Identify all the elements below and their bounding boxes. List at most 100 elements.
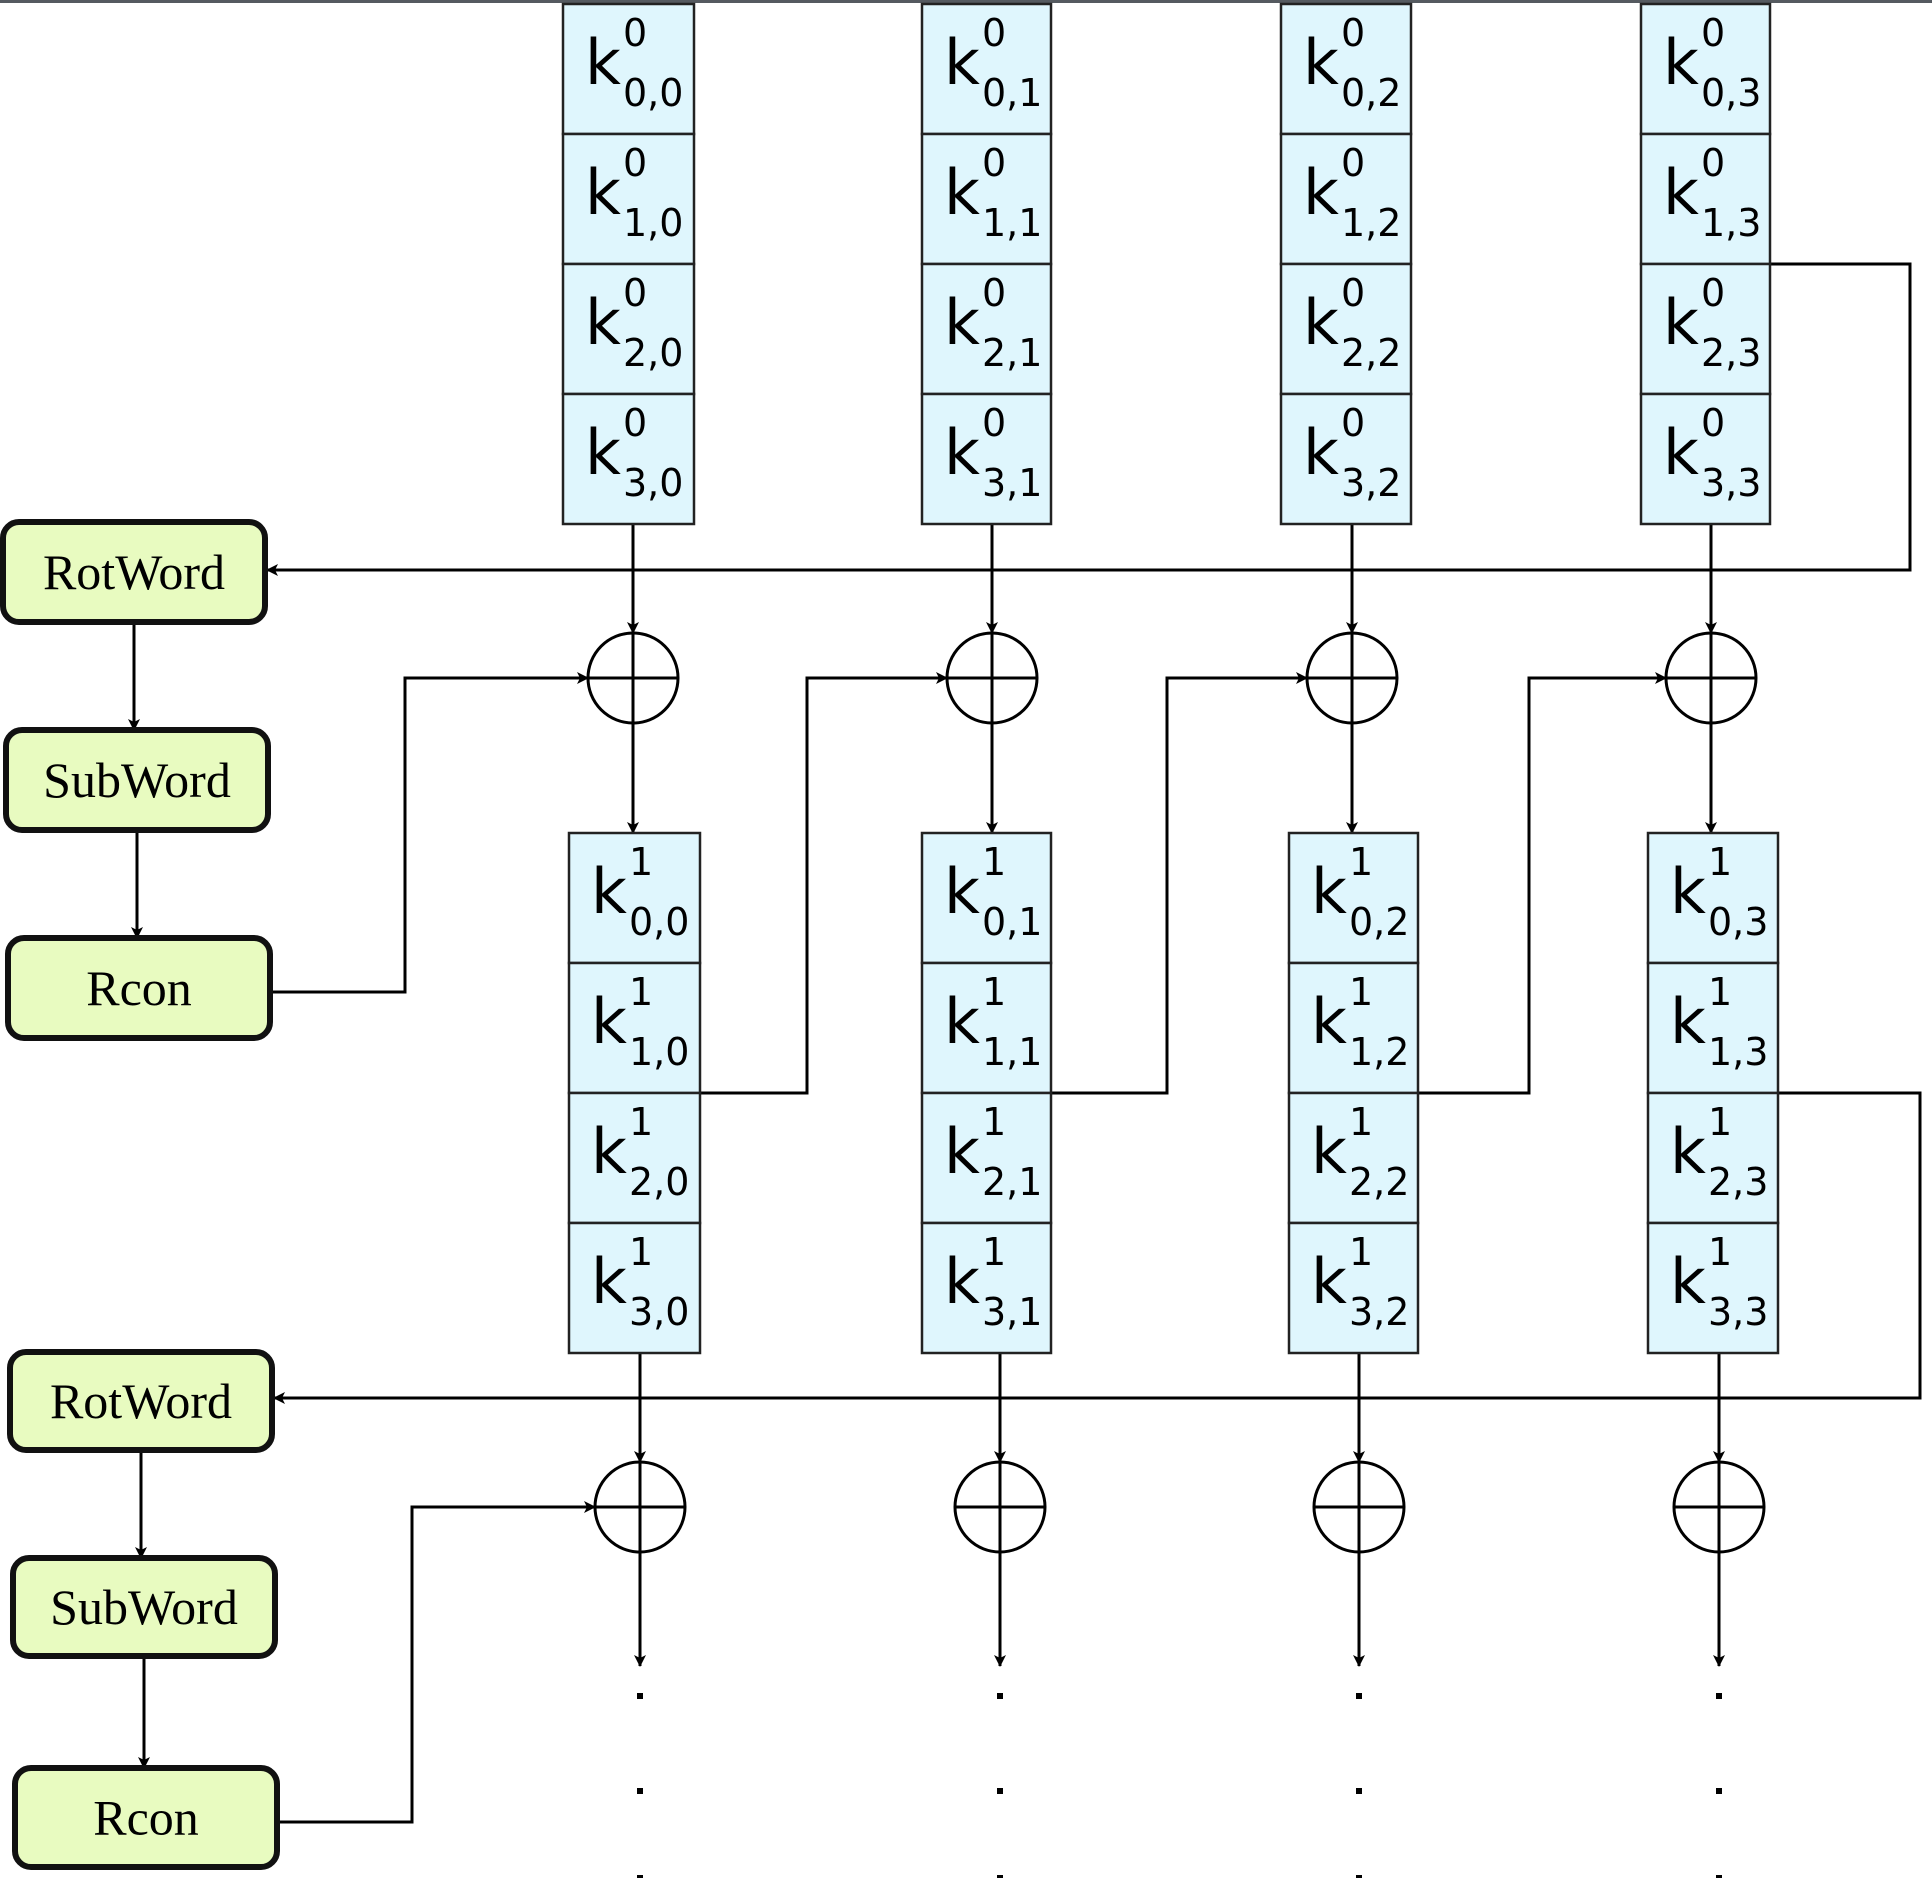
key-cell-box [561, 392, 696, 526]
key-cell-label: k [944, 855, 980, 928]
key-round-superscript: 1 [1708, 840, 1732, 884]
rcon-box: Rcon [12, 1765, 280, 1870]
key-index-subscript: 0,2 [1349, 900, 1409, 944]
key-cell-label: k [1311, 1245, 1347, 1318]
key-index-subscript: 2,3 [1708, 1160, 1768, 1204]
rcon-label: Rcon [86, 960, 192, 1016]
key-cell-label: k [944, 416, 980, 489]
key-cell-label: k [1303, 416, 1339, 489]
key-cell-box [920, 1221, 1053, 1355]
ellipsis-dot [1356, 1788, 1362, 1794]
key-cell-box [1646, 961, 1780, 1095]
key-index-subscript: 2,0 [623, 331, 683, 375]
key-index-subscript: 0,3 [1708, 900, 1768, 944]
key-cell-label: k [1311, 985, 1347, 1058]
key-index-subscript: 1,0 [623, 201, 683, 245]
key-round-superscript: 1 [1708, 1100, 1732, 1144]
rcon-to-xor-arrow [270, 672, 589, 994]
key-round-superscript: 1 [629, 1100, 653, 1144]
key-index-subscript: 1,1 [982, 1030, 1042, 1074]
key-index-subscript: 0,0 [629, 900, 689, 944]
subword-box: SubWord [10, 1555, 278, 1659]
key-cell-label: k [1311, 855, 1347, 928]
key-cell-label: k [1663, 286, 1699, 359]
ellipsis-dot [997, 1875, 1003, 1878]
key-index-subscript: 1,2 [1341, 201, 1401, 245]
rotword-feedback-arrow [273, 1091, 1922, 1404]
key-round-superscript: 1 [629, 840, 653, 884]
key-cell-box [1287, 1091, 1420, 1225]
key-cell-box [1279, 132, 1413, 266]
key-cell-box [920, 132, 1053, 266]
key-cell-box [1287, 831, 1420, 965]
ellipsis-dot [997, 1788, 1003, 1794]
key-round-superscript: 1 [629, 970, 653, 1014]
key-round-superscript: 0 [982, 141, 1006, 185]
key-cell-label: k [1311, 1115, 1347, 1188]
key-round-superscript: 0 [982, 401, 1006, 445]
key-cell-label: k [1663, 26, 1699, 99]
xor-icon [586, 631, 680, 725]
ellipsis-dot [1716, 1788, 1722, 1794]
key-cell-label: k [1303, 26, 1339, 99]
ellipsis-dot [1356, 1875, 1362, 1878]
key-index-subscript: 0,0 [623, 71, 683, 115]
key-cell-box [1639, 392, 1772, 526]
ellipsis-dot [1356, 1693, 1362, 1699]
key-round-superscript: 1 [1349, 970, 1373, 1014]
key-round-superscript: 0 [1341, 141, 1365, 185]
ellipsis-dot [637, 1693, 643, 1699]
key-round-superscript: 0 [1341, 11, 1365, 55]
key-index-subscript: 2,3 [1701, 331, 1761, 375]
key-cell-label: k [1670, 985, 1706, 1058]
key-round-superscript: 0 [623, 401, 647, 445]
ellipsis-dot [637, 1788, 643, 1794]
top-border [0, 0, 1932, 3]
key-index-subscript: 1,3 [1708, 1030, 1768, 1074]
rcon-box: Rcon [5, 935, 273, 1041]
rotword-box: RotWord [7, 1349, 275, 1453]
key-round-superscript: 0 [623, 271, 647, 315]
xor-icon [1312, 1460, 1406, 1554]
key-cell-label: k [1663, 416, 1699, 489]
key-cell-label: k [1670, 855, 1706, 928]
key-index-subscript: 0,1 [982, 71, 1042, 115]
key-cell-label: k [944, 26, 980, 99]
key-index-subscript: 3,1 [982, 1290, 1042, 1334]
key-round-superscript: 0 [1701, 11, 1725, 55]
key-cell-label: k [1670, 1115, 1706, 1188]
key-cell-box [920, 392, 1053, 526]
xor-icon [593, 1460, 687, 1554]
key-index-subscript: 3,3 [1708, 1290, 1768, 1334]
key-round-superscript: 0 [1701, 271, 1725, 315]
key-cell-label: k [585, 286, 621, 359]
key-cell-box [1646, 1221, 1780, 1355]
word-feed-arrow [700, 672, 948, 1095]
key-round-superscript: 0 [623, 141, 647, 185]
key-cell-label: k [591, 985, 627, 1058]
key-index-subscript: 2,1 [982, 1160, 1042, 1204]
key-index-subscript: 3,1 [982, 461, 1042, 505]
xor-icon [953, 1460, 1047, 1554]
key-round-superscript: 1 [629, 1230, 653, 1274]
key-round-superscript: 1 [982, 1100, 1006, 1144]
key-cell-box [561, 262, 696, 396]
rcon-label: Rcon [93, 1790, 199, 1846]
key-cell-box [1279, 392, 1413, 526]
